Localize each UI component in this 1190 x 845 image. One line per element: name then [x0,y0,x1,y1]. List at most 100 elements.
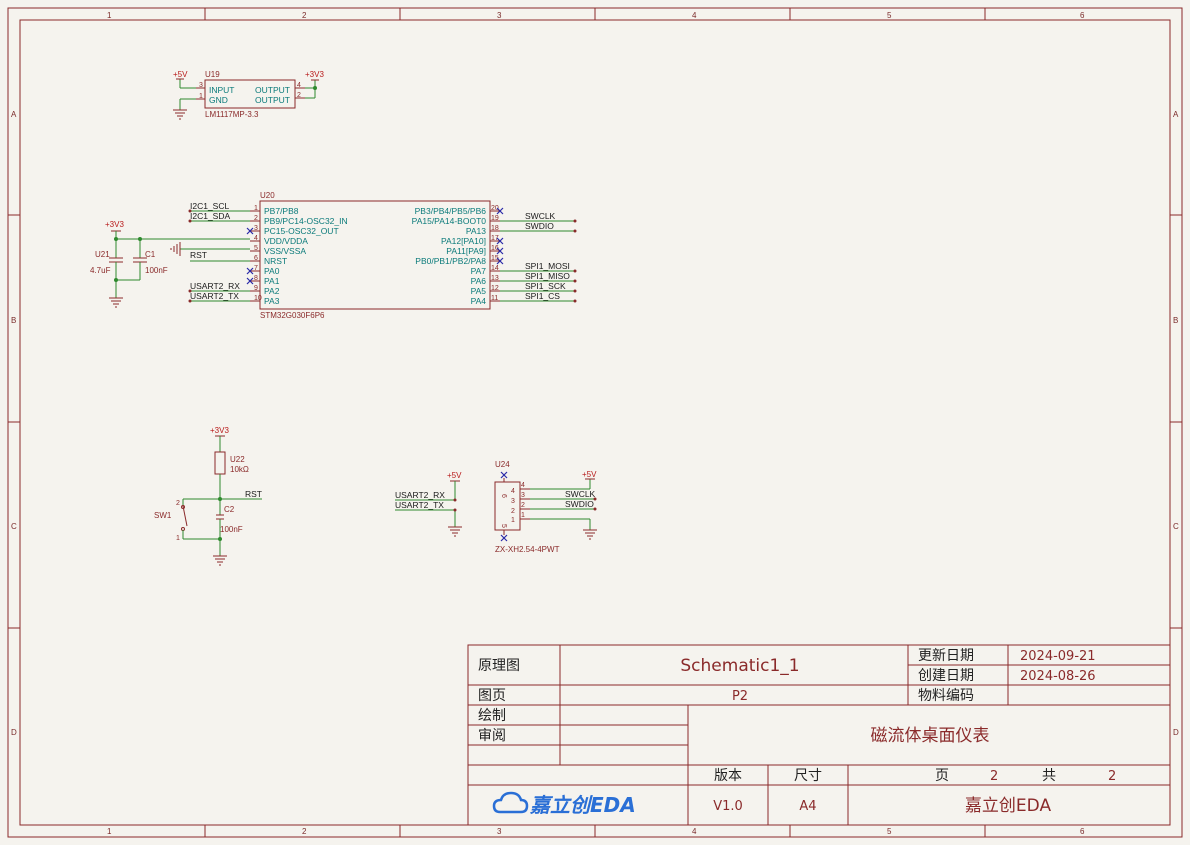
u21-value: 4.7uF [90,266,111,275]
u20-net-spi1_cs: SPI1_CS [525,291,560,301]
u19-body [204,79,296,109]
sw1-pin2: 2 [176,500,180,507]
u19-regulator[interactable]: +5V U19 3 1 INPUT GND OUTPUT OUTPUT 4 2 … [173,70,324,120]
u24-net-swdio: SWDIO [565,499,594,509]
u21-ref: U21 [95,250,110,259]
ruler-row-a-right: A [1173,110,1179,119]
tb-label-pages: 页 [935,768,949,784]
c1-ref: C1 [145,250,156,259]
tb-value-page: P2 [732,689,748,704]
c2-value: 100nF [220,525,243,534]
ruler-row-d-right: D [1173,728,1179,737]
sw1-pin1: 1 [176,535,180,542]
tb-company: 嘉立创EDA [965,796,1052,816]
ruler-row-a-left: A [11,110,17,119]
inner-frame [19,19,1171,826]
u20-pin-3: PC15-OSC32_OUT [264,226,339,236]
reset-circuit[interactable]: +3V3 U22 10kΩ RST C2 100nF 2 1 SW1 [154,426,262,566]
no-connect-icon [496,207,504,215]
u20-pin-19: PA15/PA14-BOOT0 [412,216,487,226]
ground-icon [170,242,181,256]
ruler-col-4-top: 4 [692,11,697,20]
ruler-col-2-top: 2 [302,11,307,20]
u20-pin-num-19: 19 [491,215,499,222]
u19-pwr-in-label: +5V [173,70,188,79]
u24-connector[interactable]: U24 6 5 4 3 2 1 4 3 2 1 SWCLK SWDIO +5V [494,460,597,554]
r-u22-ref: U22 [230,455,245,464]
ruler-col-6-top: 6 [1080,11,1085,20]
uart-tx-label: USART2_TX [395,500,444,510]
u20-net-i2c1_sda: I2C1_SDA [190,211,230,221]
u20-net-spi1_mosi: SPI1_MOSI [525,261,570,271]
u24-value: ZX-XH2.54-4PWT [495,545,560,554]
u24-side-3: 3 [521,492,525,499]
u20-pin-num-10: 10 [254,295,262,302]
ruler-col-1-top: 1 [107,11,112,20]
u20-net-usart2_tx: USART2_TX [190,291,239,301]
r-u22-value: 10kΩ [230,465,249,474]
u19-pin-output-b: OUTPUT [255,95,290,105]
tb-value-updated: 2024-09-21 [1020,649,1096,664]
tb-label-drawn: 绘制 [478,708,506,724]
u20-pin-5: VSS/VSSA [264,246,306,256]
u20-pin-7: PA0 [264,266,280,276]
switch-lever-icon [182,505,188,527]
u20-pin-20: PB3/PB4/PB5/PB6 [415,206,487,216]
cloud-icon [492,791,529,814]
decoupling-caps[interactable]: +3V3 U21 4.7uF C1 100nF [90,220,250,308]
u20-pin-4: VDD/VDDA [264,236,308,246]
u20-mcu[interactable]: U20 STM32G030F6P6 PB7/PB81I2C1_SCLPB9/PC… [188,191,577,320]
uart-pwr-label: +5V [447,471,462,480]
ground-icon [583,529,597,540]
tb-label-updated: 更新日期 [918,648,974,664]
u20-net-spi1_miso: SPI1_MISO [525,271,570,281]
uart-port[interactable]: +5V USART2_RX USART2_TX [395,471,462,537]
u20-pin-num-17: 17 [491,235,499,242]
logo-text: 嘉立创EDA [529,793,636,817]
ruler-labels: 1 2 3 4 5 6 1 2 3 4 5 6 A B C D A B C D [11,11,1179,836]
tb-version: V1.0 [713,799,743,814]
tb-size: A4 [799,799,816,814]
ground-icon [448,526,462,537]
u19-pin3-num: 3 [199,82,203,89]
ground-icon [109,297,123,308]
tb-value-schematic: Schematic1_1 [680,656,799,676]
u20-pin-11: PA4 [471,296,487,306]
no-connect-icon [246,227,254,235]
u19-pin-output-a: OUTPUT [255,85,290,95]
u20-pin-12: PA5 [471,286,487,296]
u20-pin-num-4: 4 [254,235,258,242]
u24-net-swclk: SWCLK [565,489,596,499]
ruler-row-d-left: D [11,728,17,737]
u20-value: STM32G030F6P6 [260,311,325,320]
u20-pin-15: PB0/PB1/PB2/PA8 [415,256,486,266]
u24-side-4: 4 [521,482,525,489]
u24-pin6: 6 [500,494,507,498]
tb-label-schematic: 原理图 [478,658,520,674]
u20-pin-num-8: 8 [254,275,258,282]
ruler-col-4-bottom: 4 [692,827,697,836]
u20-net-usart2_rx: USART2_RX [190,281,240,291]
tb-page-num: 2 [990,769,998,784]
u20-net-spi1_sck: SPI1_SCK [525,281,566,291]
u19-pin1-num: 1 [199,93,203,100]
ruler-col-5-top: 5 [887,11,892,20]
u20-pin-2: PB9/PC14-OSC32_IN [264,216,348,226]
u20-pin-num-20: 20 [491,205,499,212]
u20-left-pins: PB7/PB81I2C1_SCLPB9/PC14-OSC32_IN2I2C1_S… [188,201,348,306]
u24-side-2: 2 [521,502,525,509]
tb-label-page: 图页 [478,688,506,704]
decoupling-pwr-label: +3V3 [105,220,124,229]
ground-icon [213,555,227,566]
ruler-col-3-top: 3 [497,11,502,20]
ruler-col-3-bottom: 3 [497,827,502,836]
title-block: 原理图 Schematic1_1 更新日期 2024-09-21 创建日期 20… [467,644,1171,826]
tb-label-part: 物料编码 [918,688,974,704]
u20-pin-10: PA3 [264,296,280,306]
u24-side-1: 1 [521,512,525,519]
u20-pin-num-7: 7 [254,265,258,272]
u20-pin-6: NRST [264,256,287,266]
no-connect-icon [246,267,254,275]
jlc-logo: 嘉立创EDA [492,791,636,817]
